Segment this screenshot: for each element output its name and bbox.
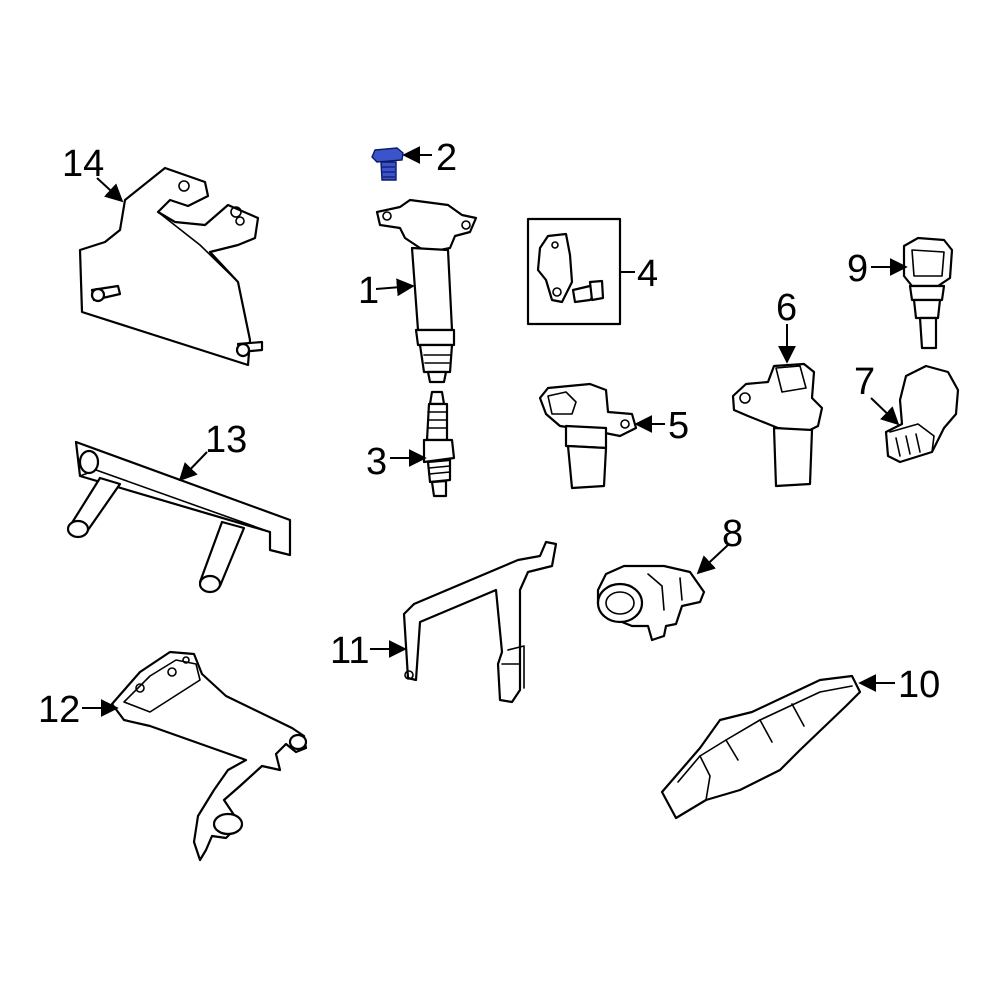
leader-8 [696,544,729,575]
leader-1 [375,278,415,297]
part-1-ignition-coil[interactable] [375,198,478,384]
part-14-shield-bracket[interactable] [78,166,264,367]
part-5-cam-sensor[interactable] [538,382,638,490]
callout-3: 3 [366,441,387,483]
callout-7: 7 [854,361,875,403]
callout-12: 12 [38,689,80,731]
leader-14 [96,177,124,203]
callout-13: 13 [205,419,247,461]
callout-10: 10 [898,664,940,706]
part-10-control-module[interactable] [660,674,862,820]
part-8-map-sensor[interactable] [596,564,706,642]
leader-7 [870,397,900,426]
callout-14: 14 [62,143,104,185]
part-11-bracket[interactable] [402,540,558,704]
part-12-mount-bracket[interactable] [110,650,308,862]
leader-13 [178,451,208,482]
part-13-rail[interactable] [66,440,292,594]
callout-8: 8 [722,513,743,555]
callout-1: 1 [358,270,379,312]
part-9-temp-sensor[interactable] [902,236,954,350]
callout-4: 4 [637,253,658,295]
part-2-bolt[interactable] [371,147,404,181]
callout-2: 2 [436,137,457,179]
callout-9: 9 [847,248,868,290]
part-7-knock-sensor[interactable] [884,364,960,464]
callout-6: 6 [776,287,797,329]
part-3-spark-plug[interactable] [422,390,456,498]
callout-11: 11 [330,630,369,672]
part-6-crank-sensor[interactable] [731,362,824,488]
callout-5: 5 [668,405,689,447]
part-4-sensor-kit[interactable] [526,217,622,326]
